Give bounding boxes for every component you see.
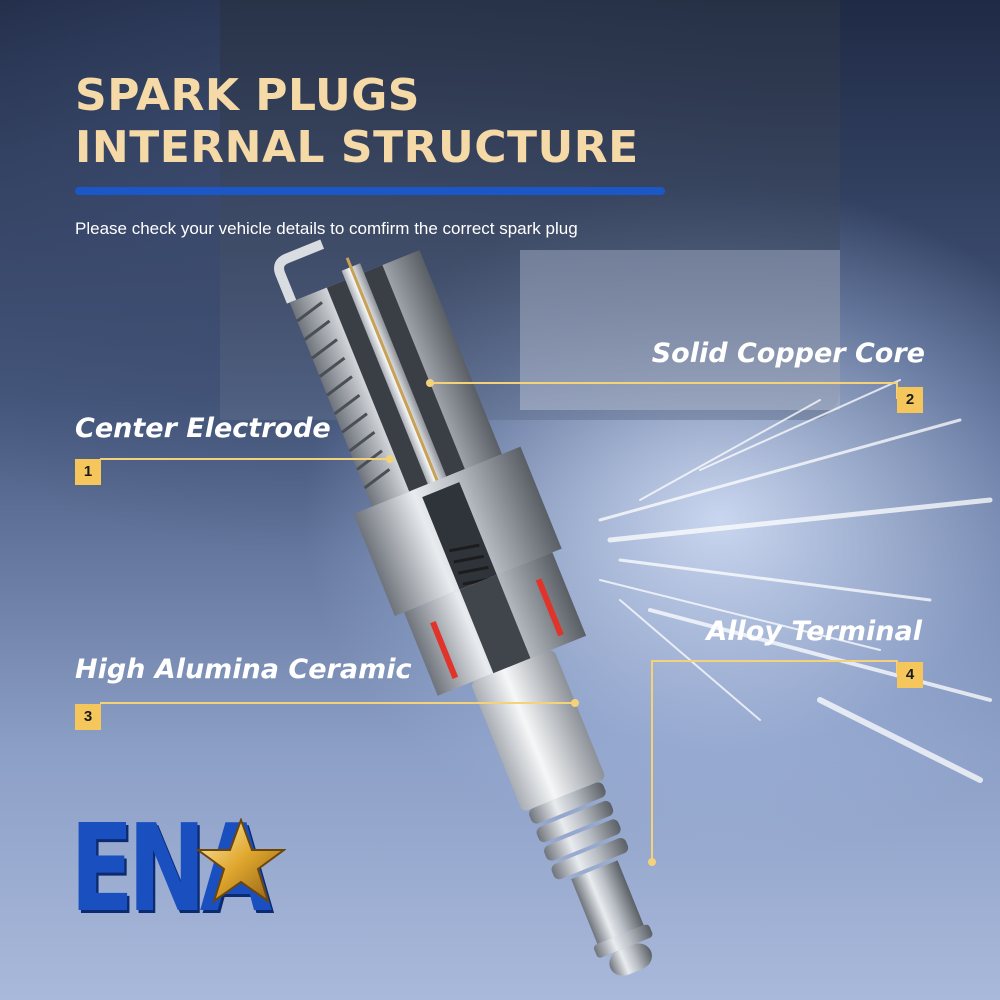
callout-badge-4: 4 — [897, 662, 923, 688]
page-title: SPARK PLUGS INTERNAL STRUCTURE — [75, 70, 639, 174]
callout-label-solid-copper-core: Solid Copper Core — [651, 338, 925, 369]
callout-badge-1: 1 — [75, 459, 101, 485]
callout-label-center-electrode: Center Electrode — [75, 413, 331, 444]
brand-logo: ENA — [70, 800, 310, 940]
ceramic-insulator — [472, 650, 605, 811]
subtitle: Please check your vehicle details to com… — [75, 219, 578, 238]
callout-badge-2: 2 — [897, 387, 923, 413]
gold-star-icon — [196, 818, 286, 904]
callout-badge-3: 3 — [75, 704, 101, 730]
title-line-2: INTERNAL STRUCTURE — [75, 122, 639, 173]
title-underline — [75, 187, 665, 195]
alloy-terminal — [571, 860, 644, 944]
ground-electrode — [274, 239, 325, 304]
title-line-1: SPARK PLUGS — [75, 70, 420, 121]
callout-label-alloy-terminal: Alloy Terminal — [706, 616, 922, 647]
callout-label-high-alumina-ceramic: High Alumina Ceramic — [75, 654, 412, 685]
